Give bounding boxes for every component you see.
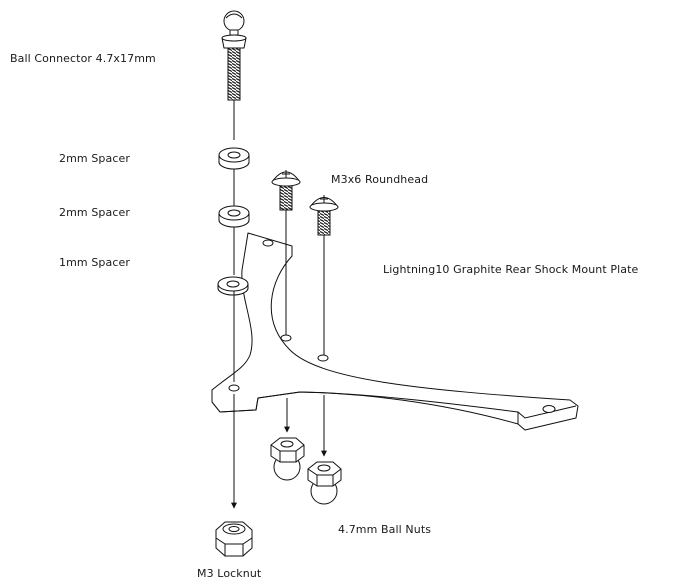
locknut-part xyxy=(215,521,253,557)
ball-nuts-label: 4.7mm Ball Nuts xyxy=(338,523,432,536)
spacer-2mm-top-part xyxy=(218,147,250,206)
ball-nut-right-part xyxy=(307,461,342,505)
ball-nut-arrows xyxy=(284,395,327,457)
roundhead-screw-right-part xyxy=(309,195,339,355)
spacer-2mm-bottom-part xyxy=(218,205,250,275)
ball-nut-left-part xyxy=(270,437,305,481)
ball-connector-label: Ball Connector 4.7x17mm xyxy=(10,52,156,65)
roundhead-screw-left-part xyxy=(271,170,301,335)
spacer-2mm-bottom-label: 2mm Spacer xyxy=(59,206,130,219)
locknut-label: M3 Locknut xyxy=(197,567,262,580)
plate-label: Lightning10 Graphite Rear Shock Mount Pl… xyxy=(383,263,639,276)
roundhead-screw-label: M3x6 Roundhead xyxy=(331,173,429,186)
spacer-1mm-label: 1mm Spacer xyxy=(59,256,130,269)
spacer-2mm-top-label: 2mm Spacer xyxy=(59,152,130,165)
ball-connector-part xyxy=(221,10,247,140)
spacer-1mm-part xyxy=(217,276,249,296)
shock-mount-plate-part xyxy=(211,232,579,431)
